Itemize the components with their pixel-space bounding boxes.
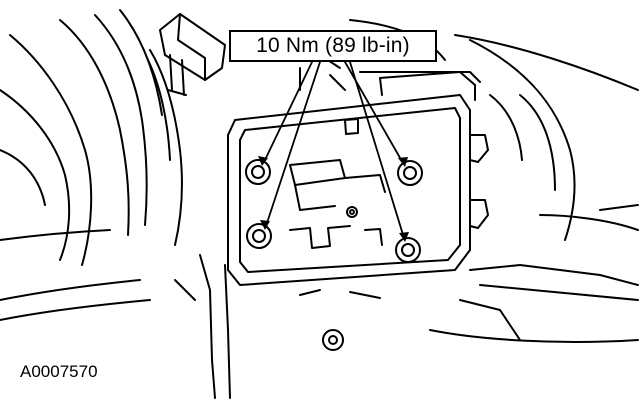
round-fitting (322, 329, 344, 351)
fastener-upper-left (245, 159, 271, 185)
engine-bay-left (0, 9, 231, 399)
fastener-lower-right (395, 237, 421, 263)
engine-bay-right (269, 19, 639, 343)
battery-tray-bracket (227, 71, 489, 286)
connector-top (159, 13, 226, 96)
torque-callout-label: 10 Nm (89 lb-in) (256, 34, 410, 57)
callout-leader-lines (263, 61, 405, 239)
leader-arrowheads (258, 156, 409, 242)
fastener-upper-right (397, 160, 423, 186)
figure-id-label: A0007570 (20, 362, 98, 381)
torque-callout-box: 10 Nm (89 lb-in) (229, 30, 437, 62)
fastener-lower-left (246, 223, 272, 249)
